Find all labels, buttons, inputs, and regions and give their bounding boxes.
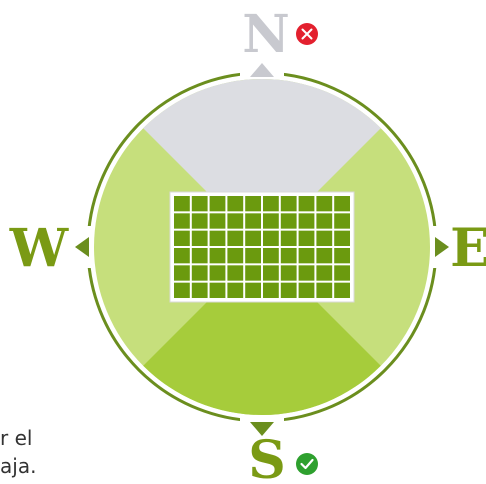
panel-cell (334, 213, 350, 229)
solar-panel (169, 191, 355, 303)
east-letter: E (450, 218, 486, 279)
check-icon (296, 453, 318, 475)
panel-cell (298, 196, 315, 212)
panel-cell (209, 282, 226, 298)
panel-cell (334, 248, 350, 264)
panel-cell (316, 282, 333, 298)
panel-cell (334, 265, 350, 281)
panel-cell (298, 230, 315, 246)
panel-cell (263, 265, 279, 281)
side-text-line-1: r el (0, 426, 33, 450)
panel-cell (298, 282, 315, 298)
panel-cell (263, 213, 279, 229)
panel-cell (245, 196, 261, 212)
panel-cell (280, 213, 297, 229)
side-text-line-2: aja. (0, 454, 37, 478)
panel-cell (334, 230, 350, 246)
panel-cell (227, 196, 244, 212)
south-letter: S (248, 430, 286, 484)
panel-cell (280, 282, 297, 298)
panel-cell (209, 265, 226, 281)
panel-cell (209, 230, 226, 246)
panel-cell (316, 265, 333, 281)
panel-cell (174, 230, 190, 246)
panel-cell (298, 248, 315, 264)
panel-cell (245, 248, 261, 264)
panel-cell (298, 265, 315, 281)
panel-cell (245, 282, 261, 298)
panel-cell (245, 213, 261, 229)
panel-cell (191, 230, 208, 246)
east-pointer-icon (435, 237, 449, 257)
west-letter: W (9, 218, 70, 279)
panel-cell (174, 196, 190, 212)
panel-cell (227, 282, 244, 298)
panel-cell (227, 248, 244, 264)
north-letter: N (242, 4, 290, 65)
panel-cell (174, 265, 190, 281)
north-pointer-icon (250, 63, 274, 77)
panel-cell (316, 248, 333, 264)
panel-cell (245, 230, 261, 246)
panel-cell (316, 196, 333, 212)
south-pointer-icon (250, 422, 274, 436)
panel-cell (280, 265, 297, 281)
panel-cell (191, 196, 208, 212)
panel-cell (209, 196, 226, 212)
panel-cell (209, 213, 226, 229)
panel-cell (263, 248, 279, 264)
panel-cell (298, 213, 315, 229)
west-pointer-icon (75, 237, 89, 257)
panel-cell (227, 265, 244, 281)
panel-cell (316, 213, 333, 229)
panel-cell (174, 282, 190, 298)
panel-cell (280, 196, 297, 212)
panel-cell (263, 230, 279, 246)
panel-cell (191, 248, 208, 264)
panel-cell (263, 282, 279, 298)
panel-cell (191, 282, 208, 298)
panel-cell (280, 230, 297, 246)
panel-cell (263, 196, 279, 212)
panel-cell (334, 282, 350, 298)
panel-cell (191, 265, 208, 281)
panel-cell (174, 248, 190, 264)
panel-cell (245, 265, 261, 281)
panel-cell (280, 248, 297, 264)
panel-cell (227, 213, 244, 229)
panel-cell (316, 230, 333, 246)
panel-cell (209, 248, 226, 264)
panel-cell (334, 196, 350, 212)
panel-cell (191, 213, 208, 229)
panel-cell (227, 230, 244, 246)
panel-cell (174, 213, 190, 229)
cross-icon (296, 23, 318, 45)
